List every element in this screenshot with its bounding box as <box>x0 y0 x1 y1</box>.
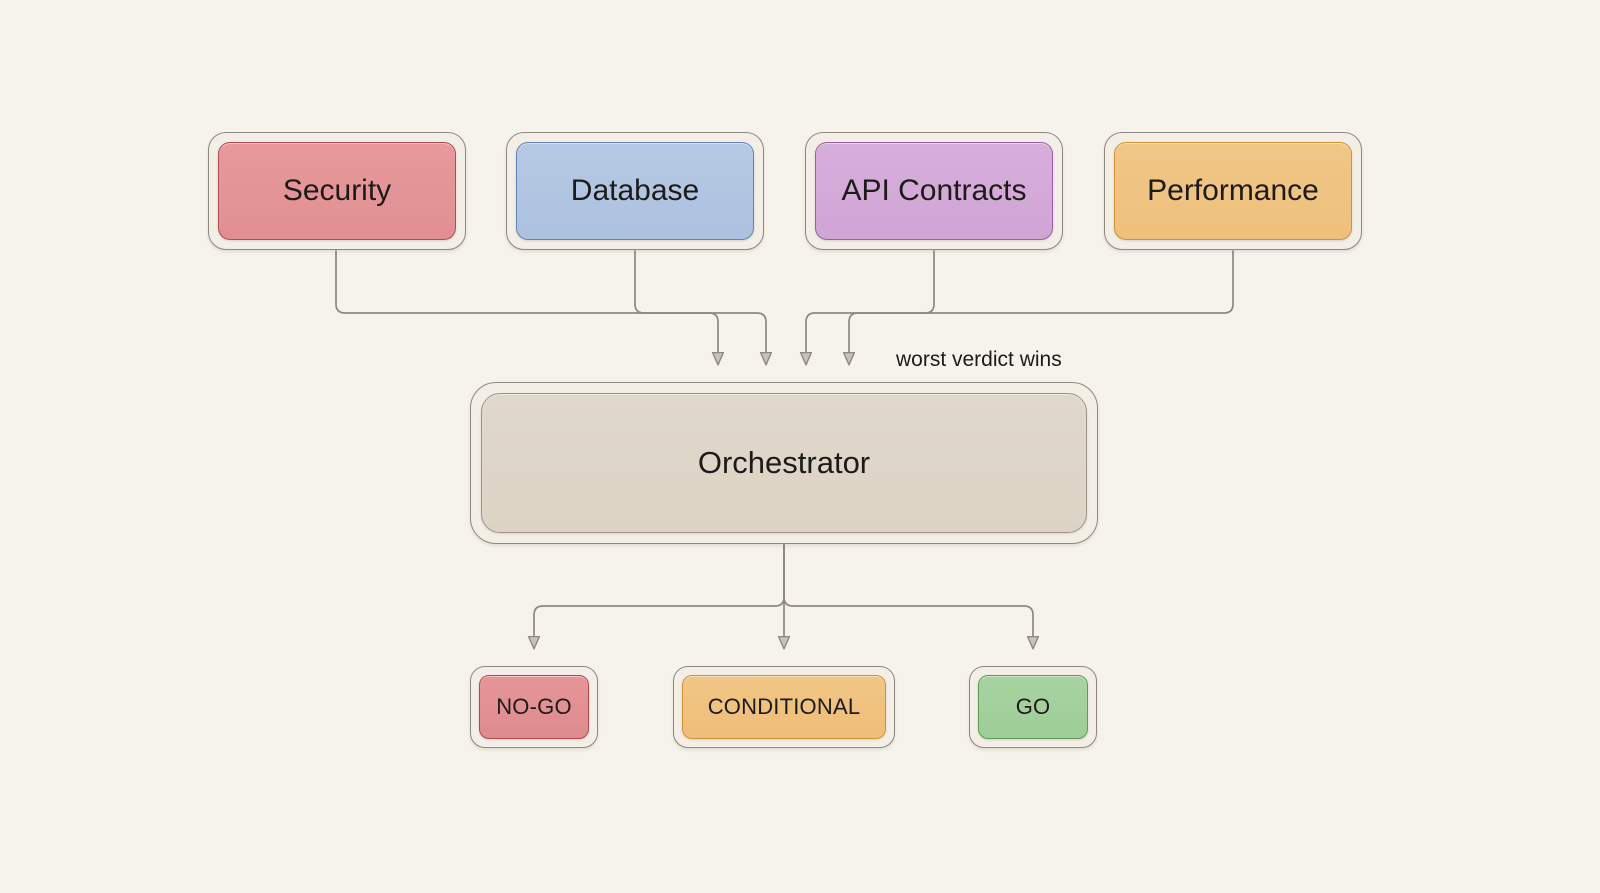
node-api-contracts[interactable]: API Contracts <box>805 132 1063 250</box>
node-api-contracts-label: API Contracts <box>815 142 1053 240</box>
edge-database-to-orchestrator <box>634 250 766 353</box>
node-performance-label: Performance <box>1114 142 1352 240</box>
node-database[interactable]: Database <box>506 132 764 250</box>
node-database-label: Database <box>516 142 754 240</box>
node-security[interactable]: Security <box>208 132 466 250</box>
node-orchestrator-label: Orchestrator <box>481 393 1087 533</box>
node-security-label: Security <box>218 142 456 240</box>
node-verdict-go[interactable]: GO <box>969 666 1097 748</box>
node-verdict-no-go[interactable]: NO-GO <box>470 666 598 748</box>
node-verdict-conditional-label: CONDITIONAL <box>682 675 886 739</box>
edge-performance-to-orchestrator <box>849 250 1234 353</box>
edge-orchestrator-to-go <box>783 544 1033 637</box>
edge-security-to-orchestrator <box>335 250 718 353</box>
edge-label-worst-verdict-wins: worst verdict wins <box>896 348 1062 371</box>
node-verdict-conditional[interactable]: CONDITIONAL <box>673 666 895 748</box>
node-performance[interactable]: Performance <box>1104 132 1362 250</box>
node-verdict-no-go-label: NO-GO <box>479 675 589 739</box>
edge-api-to-orchestrator <box>806 250 935 353</box>
node-verdict-go-label: GO <box>978 675 1088 739</box>
edge-orchestrator-to-nogo <box>534 544 785 637</box>
node-orchestrator[interactable]: Orchestrator <box>470 382 1098 544</box>
